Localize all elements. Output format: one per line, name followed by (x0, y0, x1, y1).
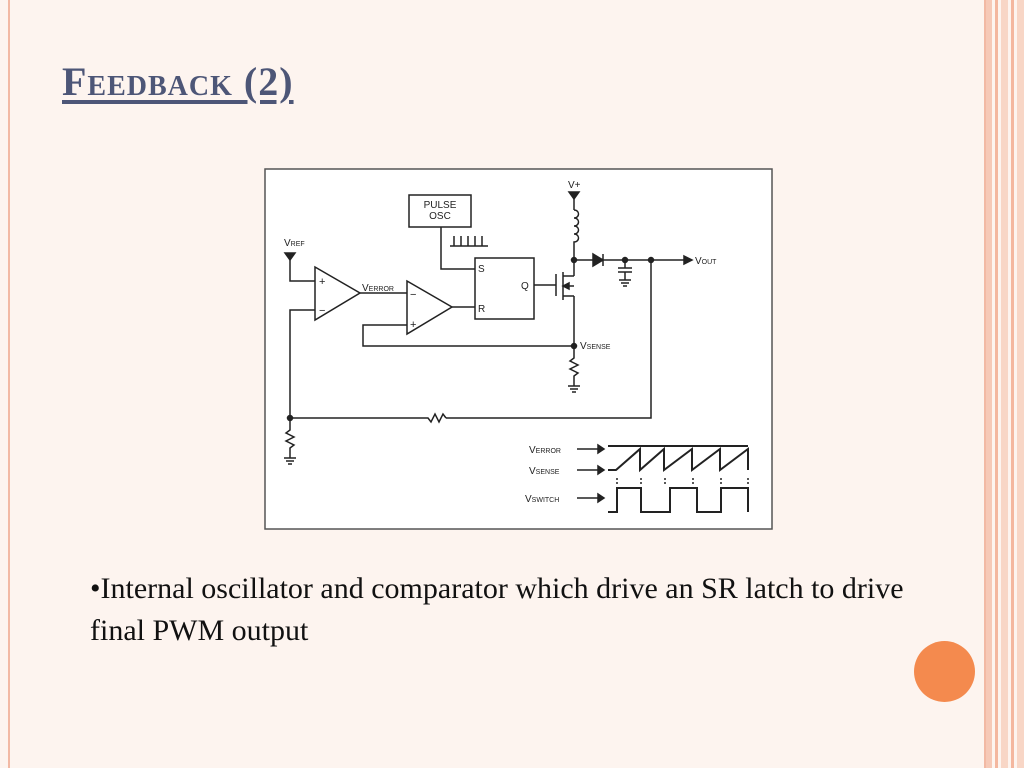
amp1-plus-sign: + (319, 276, 325, 288)
osc-pulse-train (450, 236, 488, 247)
side-stripe (995, 0, 998, 768)
verror-label: VERROR (362, 283, 394, 294)
slide-frame (8, 0, 986, 768)
vref-label: VREF (284, 238, 305, 249)
side-stripe (1001, 0, 1008, 768)
pulse-label: PULSE (424, 200, 457, 211)
latch-q-label: Q (521, 281, 529, 292)
vsense-feedback-wire (362, 324, 574, 347)
bullet-text: •Internal oscillator and comparator whic… (90, 572, 904, 647)
vplus-arrow (567, 191, 581, 201)
amp1-minus-sign: − (319, 305, 325, 317)
junction (570, 256, 578, 264)
error-amplifier (314, 265, 362, 322)
side-stripe (1011, 0, 1014, 768)
diode (592, 252, 605, 268)
sense-resistor (568, 346, 580, 393)
bottom-resistor (284, 418, 296, 465)
side-stripe (986, 0, 992, 768)
timing-markers (616, 478, 749, 486)
vsense-arrow (577, 464, 606, 476)
junction (570, 342, 578, 350)
vref-wire (289, 260, 315, 282)
vout-arrow (683, 254, 694, 266)
side-stripe (1017, 0, 1024, 768)
osc-to-set-wire (440, 227, 475, 270)
verror-arrow (577, 443, 606, 455)
amp2-plus-sign: + (410, 319, 416, 331)
output-capacitor (618, 260, 632, 287)
osc-label: OSC (429, 211, 451, 222)
mosfet-arrow (561, 281, 570, 291)
junction (621, 256, 629, 264)
pulse-osc-box (408, 194, 472, 228)
wave-vsense-label: VSENSE (529, 466, 560, 477)
vplus-label: V+ (568, 180, 581, 191)
junction (647, 256, 655, 264)
sr-latch (474, 257, 535, 320)
inductor (573, 209, 580, 260)
amp2-minus-sign: − (410, 289, 416, 301)
wave-vswitch-label: VSWITCH (525, 494, 559, 505)
divider-wire (446, 260, 652, 419)
wave-verror-label: VERROR (529, 445, 561, 456)
diagram-frame (264, 168, 773, 530)
amp-feedback-wire (289, 309, 315, 418)
vswitch-waveform (608, 487, 749, 513)
slide-title: Feedback (2) (62, 59, 294, 104)
feedback-resistor (290, 412, 447, 424)
pwm-comparator (406, 279, 454, 336)
vswitch-arrow (577, 492, 606, 504)
vsense-waveform (608, 446, 749, 473)
latch-r-label: R (478, 304, 485, 315)
vref-arrow (283, 252, 297, 262)
vout-label: VOUT (695, 256, 717, 267)
accent-dot (914, 641, 975, 702)
vsense-label: VSENSE (580, 341, 611, 352)
latch-s-label: S (478, 264, 485, 275)
junction (286, 414, 294, 422)
